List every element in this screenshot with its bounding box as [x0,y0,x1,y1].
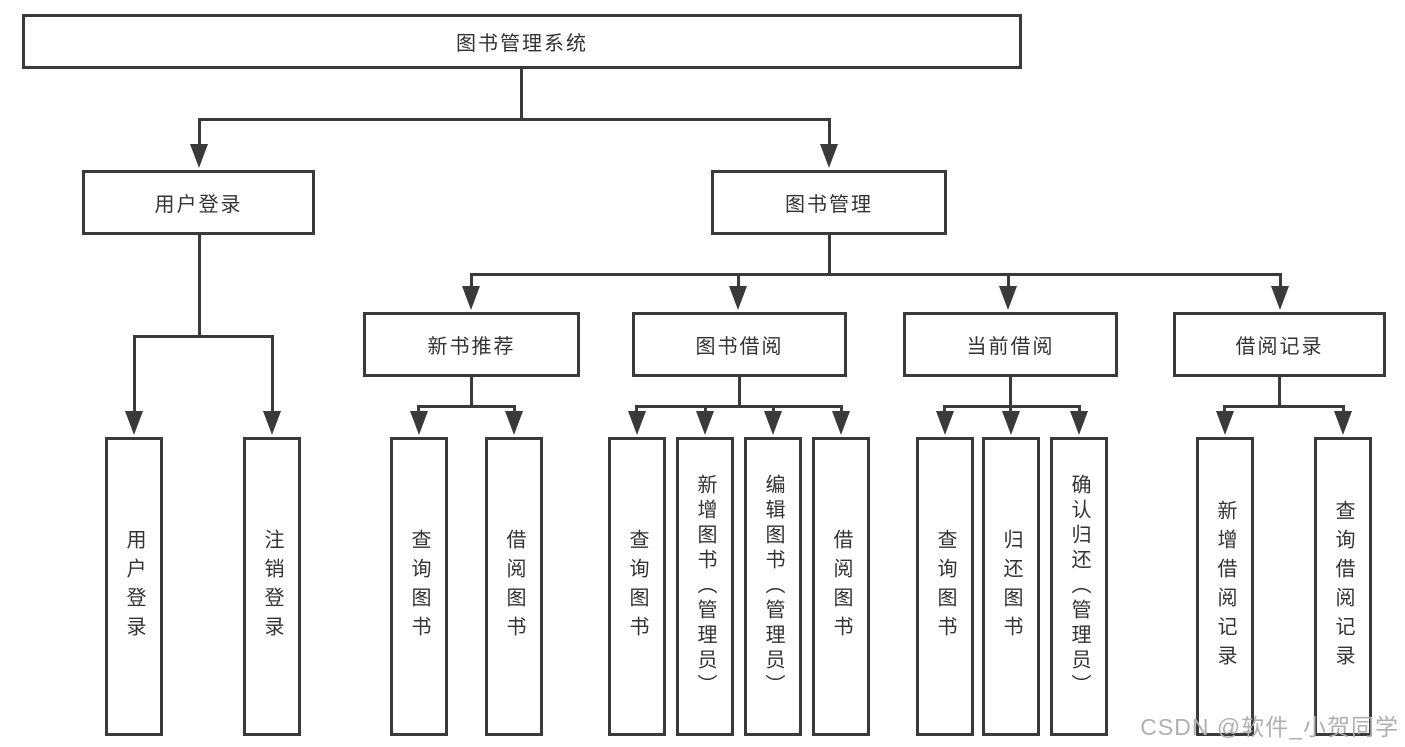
connector-drop-bb-edit [772,405,775,414]
node-book-management: 图书管理 [711,170,947,235]
connector-borrowrecord-hbar [1223,405,1345,408]
connector-drop-bb-query [635,405,638,414]
leaf-current-query-books-label: 查询图书 [934,528,956,645]
connector-newbook-stem [470,377,473,408]
connector-drop-br-add [1223,405,1226,414]
connector-login-stem [198,235,201,338]
arrowhead-down-icon [125,411,143,435]
arrowhead-down-icon [462,286,480,310]
connector-drop-leaf-login [133,335,136,414]
arrowhead-down-icon [1070,411,1088,435]
leaf-query-borrow-record: 查询借阅记录 [1314,437,1372,736]
leaf-newbook-query-books: 查询图书 [390,437,448,736]
connector-drop-bb-borrow [840,405,843,414]
leaf-return-book-label: 归还图书 [1000,528,1022,645]
node-user-login: 用户登录 [82,170,315,235]
connector-drop-cb-query [943,405,946,414]
leaf-newbook-borrow-books-label: 借阅图书 [503,528,525,645]
connector-drop-br-query [1342,405,1345,414]
node-current-borrowing-label: 当前借阅 [966,336,1055,358]
connector-bookmgmt-hbar [470,273,1282,276]
arrowhead-down-icon [263,411,281,435]
leaf-add-borrow-record: 新增借阅记录 [1196,437,1254,736]
leaf-user-login-label: 用户登录 [123,528,145,645]
leaf-add-book-admin: 新增图书（管理员） [676,437,734,736]
connector-root-stem [520,69,523,121]
node-root: 图书管理系统 [22,14,1022,69]
leaf-return-book: 归还图书 [982,437,1040,736]
leaf-edit-book-admin-label: 编辑图书（管理员） [762,474,784,699]
leaf-query-borrow-record-label: 查询借阅记录 [1332,499,1354,674]
arrowhead-down-icon [628,411,646,435]
connector-login-hbar [133,335,273,338]
arrowhead-down-icon [820,144,838,168]
node-borrow-records: 借阅记录 [1173,312,1386,377]
connector-drop-nb-query [417,405,420,414]
leaf-borrowing-borrow-books-label: 借阅图书 [830,528,852,645]
arrowhead-down-icon [696,411,714,435]
leaf-newbook-query-books-label: 查询图书 [408,528,430,645]
connector-drop-new-book [470,273,473,288]
connector-drop-bb-add [704,405,707,414]
leaf-borrowing-query-books: 查询图书 [608,437,666,736]
arrowhead-down-icon [505,411,523,435]
connector-drop-book-borrow [737,273,740,288]
connector-root-hbar [198,118,831,121]
connector-drop-leaf-logout [271,335,274,414]
connector-drop-user-login [198,118,201,147]
connector-newbook-hbar [417,405,516,408]
leaf-add-borrow-record-label: 新增借阅记录 [1214,499,1236,674]
connector-drop-current-borrow [1007,273,1010,288]
arrowhead-down-icon [1216,411,1234,435]
leaf-logout-label: 注销登录 [261,528,283,645]
arrowhead-down-icon [190,144,208,168]
arrowhead-down-icon [832,411,850,435]
node-new-book-recommend-label: 新书推荐 [427,336,516,358]
node-book-management-label: 图书管理 [785,194,873,216]
connector-drop-book-mgmt [828,118,831,147]
node-book-borrowing-label: 图书借阅 [695,336,784,358]
connector-bookborrow-stem [738,377,741,408]
connector-borrowrecord-stem [1278,377,1281,408]
connector-bookmgmt-stem [828,235,831,276]
leaf-confirm-return-admin-label: 确认归还（管理员） [1068,474,1090,699]
connector-currentborrow-hbar [943,405,1081,408]
leaf-borrowing-borrow-books: 借阅图书 [812,437,870,736]
csdn-watermark: CSDN @软件_小贺同学 [1140,714,1399,740]
connector-bookborrow-hbar [635,405,843,408]
connector-drop-cb-confirm [1078,405,1081,414]
node-book-borrowing: 图书借阅 [632,312,847,377]
arrowhead-down-icon [936,411,954,435]
node-new-book-recommend: 新书推荐 [363,312,580,377]
leaf-confirm-return-admin: 确认归还（管理员） [1050,437,1108,736]
leaf-borrowing-query-books-label: 查询图书 [626,528,648,645]
leaf-logout: 注销登录 [243,437,301,736]
connector-drop-nb-borrow [513,405,516,414]
node-root-label: 图书管理系统 [456,33,588,55]
arrowhead-down-icon [764,411,782,435]
node-current-borrowing: 当前借阅 [903,312,1118,377]
arrowhead-down-icon [1002,411,1020,435]
arrowhead-down-icon [1334,411,1352,435]
node-user-login-label: 用户登录 [154,194,243,216]
node-borrow-records-label: 借阅记录 [1235,336,1324,358]
connector-currentborrow-stem [1009,377,1012,408]
connector-drop-cb-return [1009,405,1012,414]
connector-drop-borrow-record [1279,273,1282,288]
arrowhead-down-icon [410,411,428,435]
leaf-edit-book-admin: 编辑图书（管理员） [744,437,802,736]
arrowhead-down-icon [999,286,1017,310]
leaf-add-book-admin-label: 新增图书（管理员） [694,474,716,699]
leaf-user-login: 用户登录 [105,437,163,736]
arrowhead-down-icon [1271,286,1289,310]
arrowhead-down-icon [729,286,747,310]
leaf-newbook-borrow-books: 借阅图书 [485,437,543,736]
leaf-current-query-books: 查询图书 [916,437,974,736]
